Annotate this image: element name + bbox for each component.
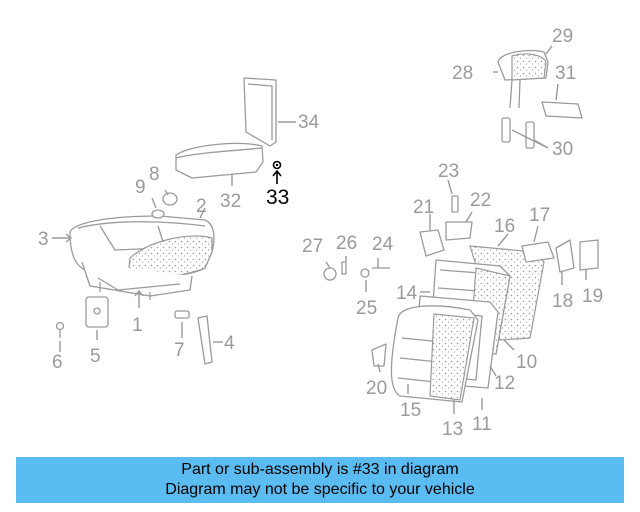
callout-3: 3	[38, 229, 49, 250]
seatback-assembly	[390, 245, 545, 403]
seat-cushion-assembly	[69, 215, 215, 300]
parts-diagram: 1 2 3 4 5 6 7 8 9 10 11 12 13 14 15 16 1…	[38, 26, 603, 440]
callout-14: 14	[396, 283, 418, 304]
armrest-cushion	[175, 142, 264, 179]
seatback-small-parts	[323, 195, 599, 367]
callout-4: 4	[224, 333, 235, 354]
callout-34: 34	[298, 112, 320, 133]
callout-16: 16	[494, 216, 515, 237]
callout-32: 32	[220, 191, 241, 212]
callout-6: 6	[52, 352, 63, 373]
seat-small-parts	[55, 192, 213, 365]
callout-28: 28	[452, 63, 473, 84]
callout-27: 27	[302, 236, 323, 257]
callout-11: 11	[472, 414, 492, 435]
leader-lines	[52, 45, 587, 414]
callout-9: 9	[135, 177, 146, 198]
callout-23: 23	[438, 161, 459, 182]
info-banner: Part or sub-assembly is #33 in diagram D…	[16, 457, 624, 503]
callout-24: 24	[372, 234, 394, 255]
callout-33: 33	[266, 186, 289, 209]
callout-22: 22	[470, 190, 491, 211]
callout-29: 29	[552, 26, 573, 47]
callout-31: 31	[555, 63, 576, 84]
callout-30: 30	[552, 139, 573, 160]
callout-5: 5	[90, 346, 101, 367]
callout-20: 20	[366, 378, 387, 399]
callout-15: 15	[400, 400, 421, 421]
callout-21: 21	[413, 197, 434, 218]
callout-labels: 1 2 3 4 5 6 7 8 9 10 11 12 13 14 15 16 1…	[38, 26, 603, 440]
part-33-clip	[272, 160, 282, 170]
callout-13: 13	[442, 419, 463, 440]
callout-17: 17	[529, 205, 550, 226]
callout-26: 26	[336, 233, 357, 254]
callout-19: 19	[582, 286, 603, 307]
backrest-panel	[243, 77, 277, 147]
callout-12: 12	[494, 373, 515, 394]
headrest-assembly	[497, 49, 583, 149]
callout-7: 7	[174, 340, 185, 361]
callout-1: 1	[132, 315, 143, 336]
banner-line-2: Diagram may not be specific to your vehi…	[165, 481, 475, 498]
callout-25: 25	[356, 298, 377, 319]
banner-line-1: Part or sub-assembly is #33 in diagram	[181, 461, 459, 478]
callout-18: 18	[552, 291, 573, 312]
callout-10: 10	[516, 352, 537, 373]
callout-2: 2	[196, 196, 207, 217]
callout-8: 8	[149, 164, 160, 185]
